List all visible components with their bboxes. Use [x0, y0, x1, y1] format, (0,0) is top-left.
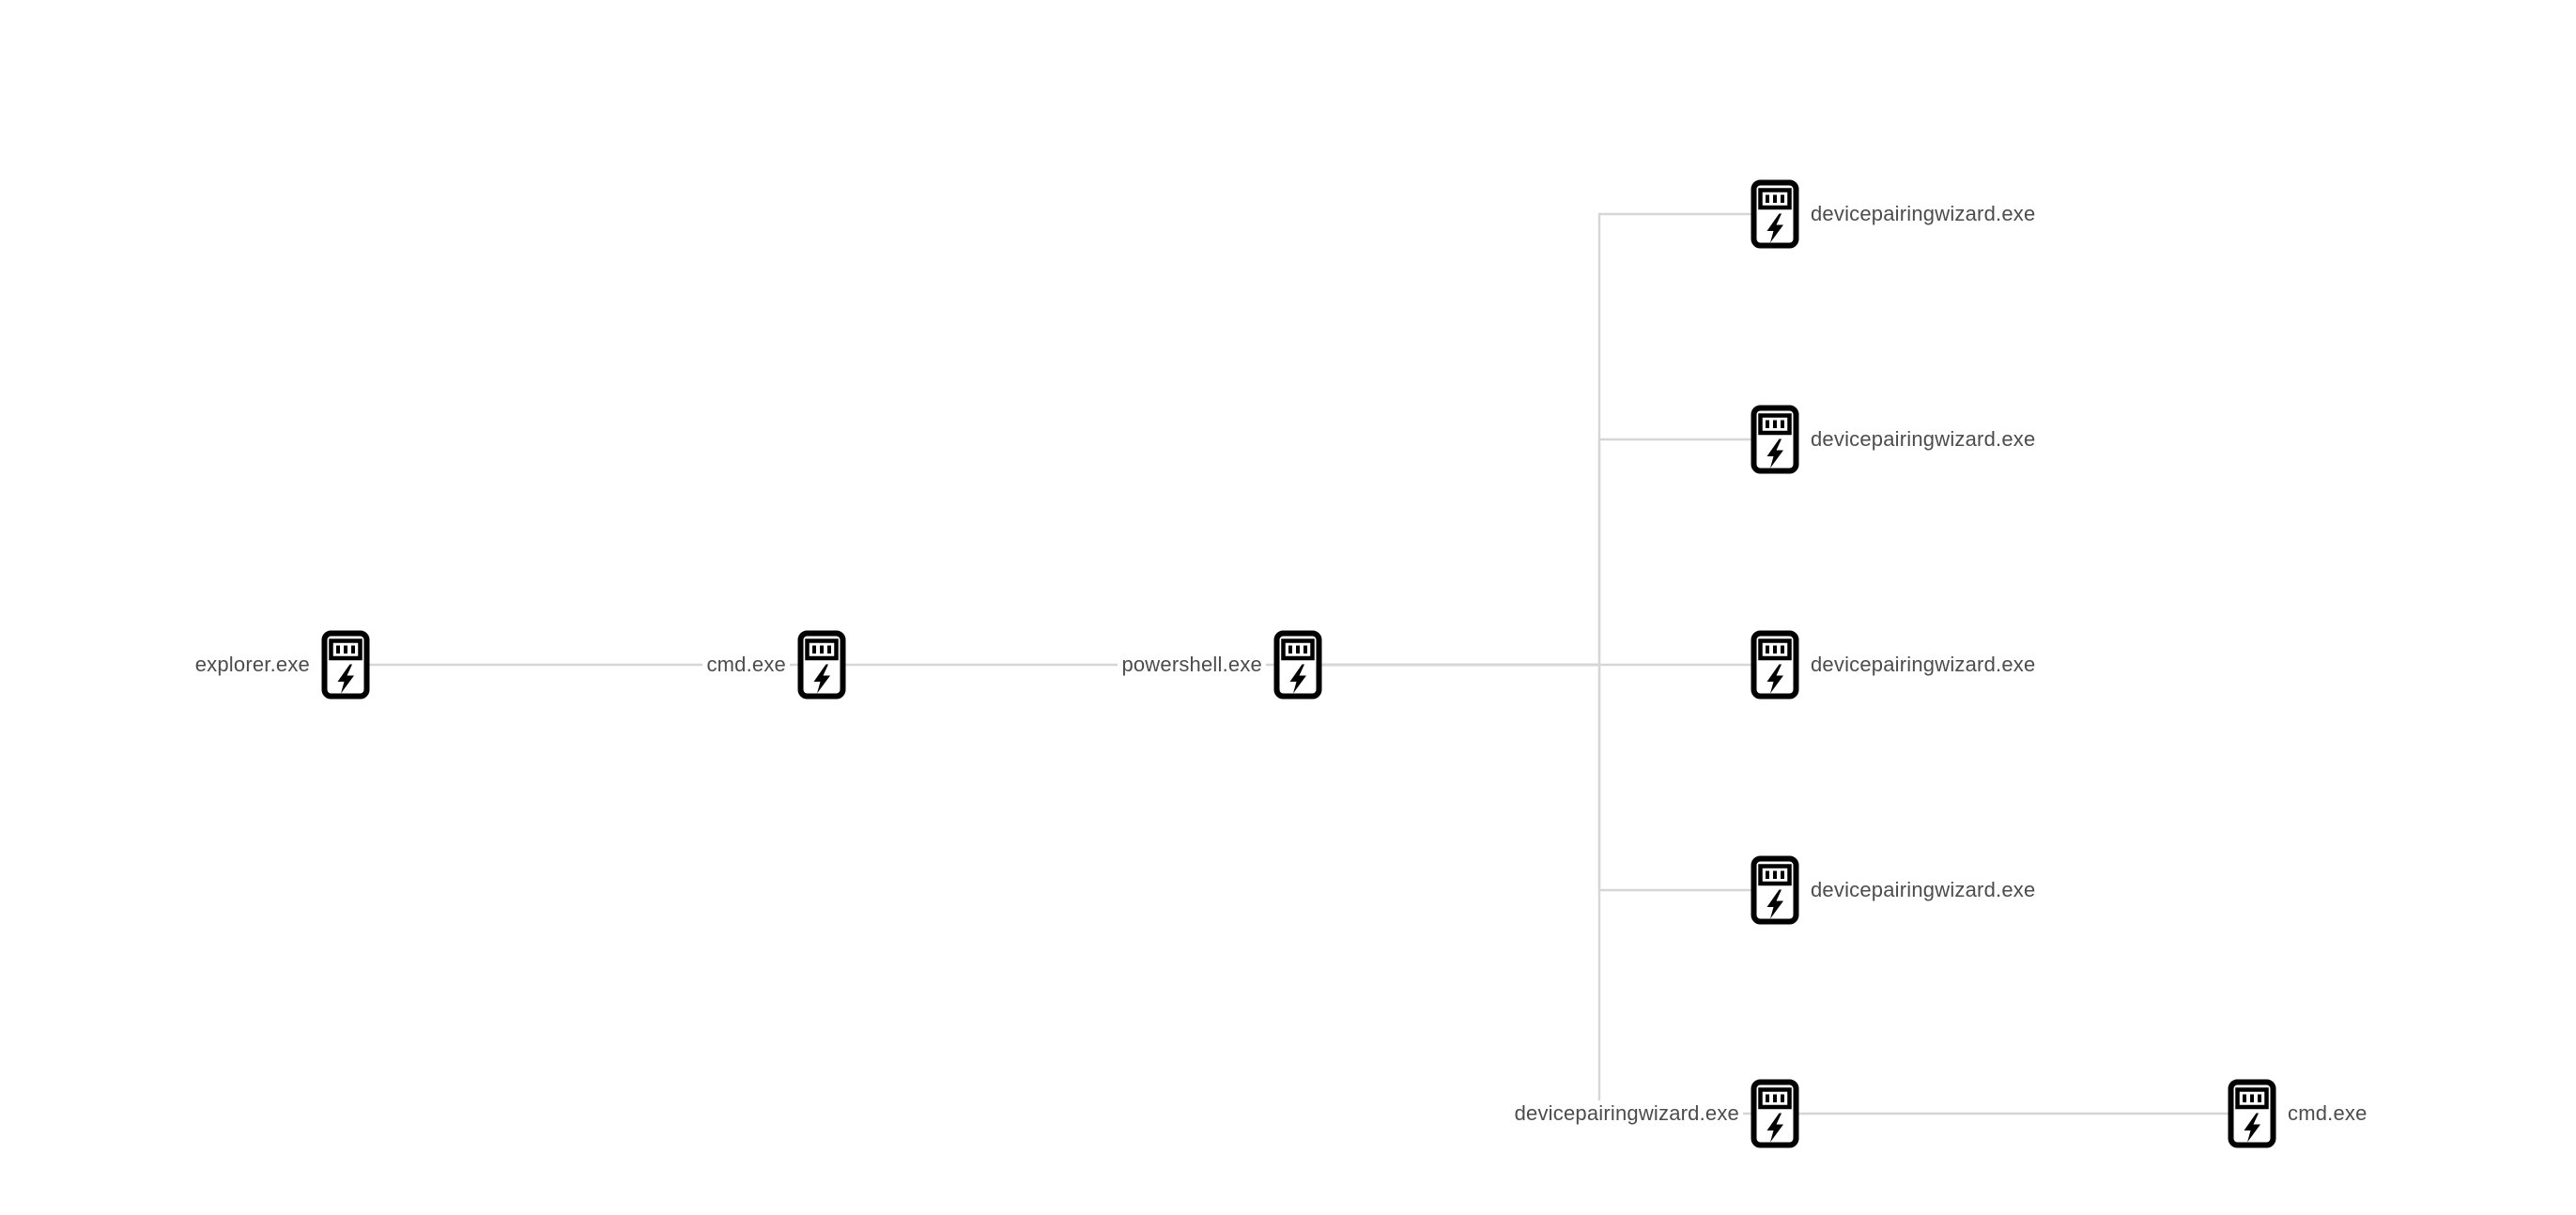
process-node-dpw-2[interactable]: devicepairingwizard.exe — [1751, 405, 2040, 474]
process-executable-icon — [797, 630, 846, 700]
process-executable-icon — [1751, 855, 1799, 925]
process-node-label: cmd.exe — [702, 651, 790, 679]
process-executable-icon — [1751, 405, 1799, 474]
process-node-label: explorer.exe — [191, 651, 314, 679]
process-node-label: devicepairingwizard.exe — [1807, 425, 2040, 454]
process-node-dpw-1[interactable]: devicepairingwizard.exe — [1751, 179, 2040, 249]
process-node-cmd-1[interactable]: cmd.exe — [702, 630, 846, 700]
process-node-label: powershell.exe — [1118, 651, 1266, 679]
process-executable-icon — [1273, 630, 1322, 700]
process-node-label: devicepairingwizard.exe — [1807, 876, 2040, 904]
edge-powershell-to-dpw-2 — [1298, 438, 1775, 667]
process-node-label: devicepairingwizard.exe — [1510, 1100, 1743, 1128]
process-executable-icon — [2228, 1079, 2276, 1148]
process-executable-icon — [1751, 630, 1799, 700]
process-node-dpw-5[interactable]: devicepairingwizard.exe — [1510, 1079, 1799, 1148]
process-executable-icon — [1751, 179, 1799, 249]
process-node-label: devicepairingwizard.exe — [1807, 651, 2040, 679]
process-node-label: devicepairingwizard.exe — [1807, 200, 2040, 228]
process-node-explorer[interactable]: explorer.exe — [191, 630, 370, 700]
process-node-label: cmd.exe — [2284, 1100, 2371, 1128]
process-executable-icon — [1751, 1079, 1799, 1148]
process-node-dpw-4[interactable]: devicepairingwizard.exe — [1751, 855, 2040, 925]
process-node-powershell[interactable]: powershell.exe — [1118, 630, 1322, 700]
process-node-dpw-3[interactable]: devicepairingwizard.exe — [1751, 630, 2040, 700]
process-node-cmd-2[interactable]: cmd.exe — [2228, 1079, 2371, 1148]
edge-powershell-to-dpw-4 — [1298, 663, 1775, 892]
process-executable-icon — [321, 630, 370, 700]
